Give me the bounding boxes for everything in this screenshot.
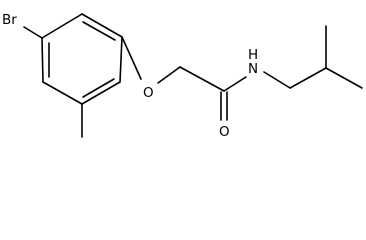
carbonyl-n-bond <box>223 76 247 92</box>
n-ch2-bond <box>263 71 291 89</box>
ring-bond <box>81 81 121 105</box>
molecule-structure: Br O O N H <box>2 12 363 140</box>
c-o-bond <box>121 36 142 80</box>
ring-bond <box>41 13 83 39</box>
benzene-ring <box>41 13 123 105</box>
ring-double-bond <box>82 21 116 41</box>
carbonyl-oxygen-label: O <box>219 124 230 140</box>
c-br-bond <box>23 26 43 39</box>
ring-double-bond <box>82 78 115 98</box>
ring-bond <box>42 81 83 105</box>
ring-bond <box>81 13 123 38</box>
ring-bond <box>119 36 123 83</box>
ch2-carbonyl-bond <box>179 66 225 92</box>
o-ch2-bond <box>157 66 181 84</box>
ether-oxygen-label: O <box>143 85 154 101</box>
nitrogen-hydrogen-label: H <box>248 47 258 63</box>
ring-bond <box>41 37 44 83</box>
bromine-label: Br <box>2 12 17 28</box>
nitrogen-label: N <box>248 61 258 77</box>
ch2-ch-bond <box>289 67 327 89</box>
ch-methyl-bond-right <box>325 67 363 89</box>
